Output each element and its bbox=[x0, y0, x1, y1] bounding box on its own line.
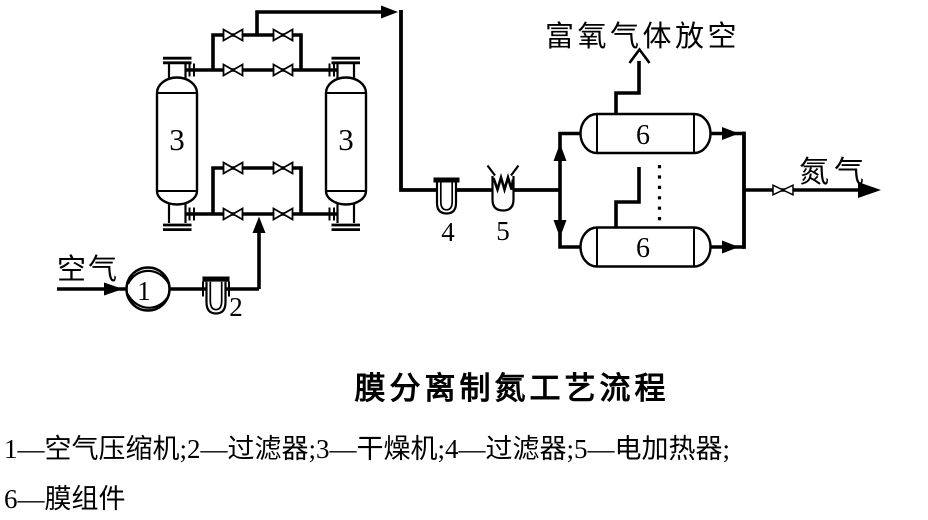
nozzle-flange bbox=[163, 56, 192, 65]
valves bbox=[222, 27, 794, 222]
air-compressor-symbol bbox=[125, 266, 171, 312]
dryer-top-bypass bbox=[211, 33, 303, 70]
inlet-filter-symbol bbox=[202, 276, 230, 315]
nozzle-neck bbox=[336, 64, 356, 79]
compressor-number: 1 bbox=[137, 276, 151, 306]
filter-cup-outer bbox=[205, 281, 227, 315]
main-process-pipe bbox=[399, 10, 560, 192]
vessel-seam-lines bbox=[157, 92, 197, 192]
vent-label: 富氧气体放空 bbox=[545, 20, 740, 53]
fine-filter-symbol bbox=[433, 177, 460, 215]
top-outlet-arrow bbox=[722, 127, 739, 140]
takeoff-right-arrow bbox=[381, 5, 398, 19]
nitrogen-label: 氮气 bbox=[799, 156, 869, 189]
dryer-left-vessel bbox=[155, 76, 199, 206]
heater-lead-wires bbox=[486, 164, 520, 177]
dryer-takeoff-pipe bbox=[255, 10, 382, 35]
vent-pipe-bottom bbox=[614, 167, 641, 229]
electric-heater-symbol bbox=[486, 164, 520, 212]
valve-icon bbox=[222, 206, 244, 222]
valve-icon bbox=[222, 27, 244, 43]
heater-number: 5 bbox=[496, 216, 510, 246]
valve-icon bbox=[272, 62, 294, 78]
compressor-circle bbox=[125, 266, 171, 312]
nozzle-neck bbox=[336, 204, 356, 223]
legend-line-1: 1—空气压缩机;2—过滤器;3—干燥机;4—过滤器;5—电加热器; bbox=[4, 434, 730, 464]
module-cap-seams bbox=[596, 114, 695, 153]
nozzle-flange bbox=[163, 223, 192, 231]
filter-cup-inner bbox=[439, 182, 454, 211]
dryer-right-number: 3 bbox=[338, 122, 354, 157]
valve-icon bbox=[772, 184, 794, 196]
filter-cap bbox=[202, 276, 230, 282]
nozzle-flange bbox=[331, 56, 360, 65]
filter-cap bbox=[433, 177, 460, 183]
flow-arrows bbox=[104, 5, 881, 296]
nozzle-flange bbox=[331, 223, 360, 231]
valve-icon bbox=[222, 160, 244, 176]
module-cap-seams bbox=[596, 227, 695, 267]
membrane-inlet-manifold bbox=[558, 131, 581, 249]
manifold-down-arrow bbox=[553, 220, 567, 238]
filter-cup-outer bbox=[435, 182, 458, 215]
nozzle-neck bbox=[167, 204, 187, 223]
heater-element-zigzag bbox=[492, 172, 515, 195]
compressor-blade bbox=[127, 269, 170, 285]
membrane-module-top bbox=[579, 112, 712, 155]
nozzle-neck bbox=[167, 64, 187, 79]
nitrogen-arrow bbox=[858, 182, 881, 198]
valve-icon bbox=[272, 160, 294, 176]
flange-ticks bbox=[188, 63, 335, 297]
fine-filter-number: 4 bbox=[441, 217, 455, 247]
valve-icon bbox=[272, 206, 294, 222]
vent-open-arrow bbox=[628, 47, 651, 64]
bottom-outlet-arrow bbox=[722, 240, 739, 254]
inlet-filter-number: 2 bbox=[229, 292, 243, 322]
compressor-blade bbox=[126, 293, 170, 309]
manifold-up-arrow bbox=[553, 143, 567, 161]
vent-pipe-top bbox=[614, 61, 641, 115]
vessel-seam-lines bbox=[326, 92, 366, 192]
valve-icon bbox=[222, 62, 244, 78]
filter-cup-inner bbox=[209, 281, 223, 311]
membrane-module-bottom bbox=[579, 226, 712, 268]
air-inlet-label: 空气 bbox=[57, 253, 119, 286]
dryer-bottom-bypass bbox=[211, 166, 303, 214]
legend-line-2: 6—膜组件 bbox=[4, 484, 126, 514]
membrane-top-number: 6 bbox=[636, 120, 650, 151]
dryer-nozzles bbox=[163, 56, 360, 297]
dryer-right-vessel bbox=[324, 76, 368, 206]
membrane-bottom-number: 6 bbox=[636, 233, 650, 264]
air-flow-arrow bbox=[104, 282, 123, 296]
dryer-left-number: 3 bbox=[169, 122, 185, 157]
diagram-title: 膜分离制氮工艺流程 bbox=[355, 371, 670, 406]
feed-up-arrow bbox=[252, 216, 266, 233]
valve-icon bbox=[272, 27, 294, 43]
